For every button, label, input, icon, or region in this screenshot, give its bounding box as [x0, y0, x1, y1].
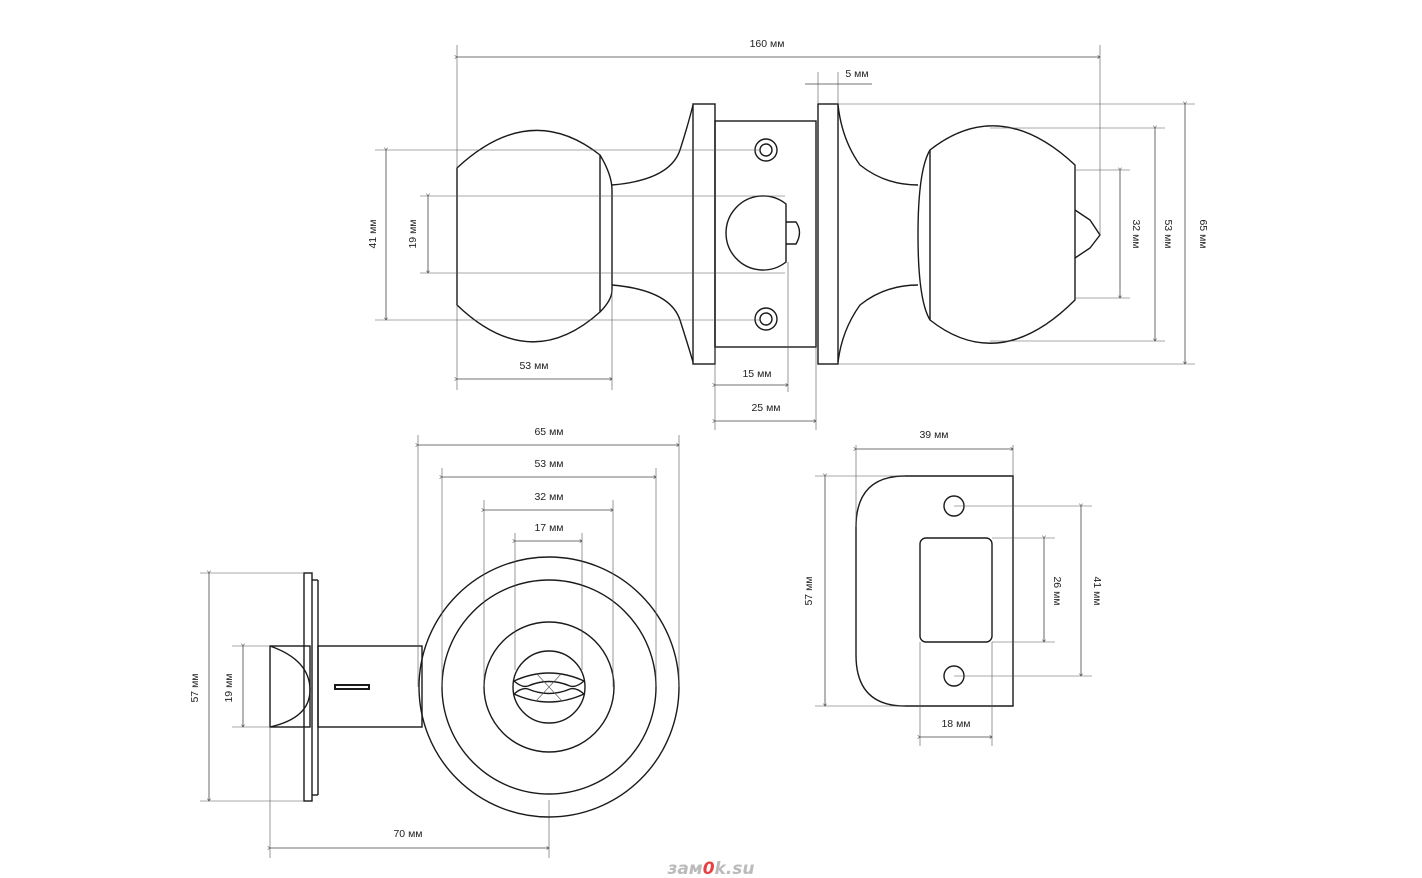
- left-knob: [456, 104, 694, 363]
- top-view: 160 мм 5 мм 65 мм 53 мм 32 мм 41 мм 19 м…: [367, 38, 1209, 430]
- dim-39: 39 мм: [919, 429, 948, 441]
- strike-plate-view: 39 мм 57 мм 41 мм 26 мм 18 мм: [803, 429, 1103, 746]
- dim-17-front: 17 мм: [534, 522, 563, 534]
- front-view: 65 мм 53 мм 32 мм 17 мм: [418, 426, 680, 818]
- dim-53-front: 53 мм: [534, 458, 563, 470]
- dim-5: 5 мм: [845, 68, 868, 80]
- dim-26: 26 мм: [1051, 576, 1063, 605]
- dim-25: 25 мм: [751, 402, 780, 414]
- dim-53-side: 53 мм: [1162, 219, 1174, 248]
- dim-18: 18 мм: [941, 718, 970, 730]
- dim-70: 70 мм: [393, 828, 422, 840]
- right-rose: [817, 103, 839, 365]
- latch-side-view: 57 мм 19 мм 70 мм: [189, 573, 549, 858]
- dim-19-left: 19 мм: [407, 219, 419, 248]
- dim-53-left: 53 мм: [519, 360, 548, 372]
- left-rose: [692, 103, 716, 365]
- dim-19-latch: 19 мм: [223, 673, 235, 702]
- dim-32-side: 32 мм: [1130, 219, 1142, 248]
- dim-57-strike: 57 мм: [803, 576, 815, 605]
- watermark-mid: 0: [703, 859, 715, 878]
- svg-text:зам0k.su: зам0k.su: [666, 859, 754, 878]
- dim-65-front: 65 мм: [534, 426, 563, 438]
- dim-160: 160 мм: [750, 38, 785, 50]
- watermark-pre: зам: [666, 859, 702, 878]
- watermark-post: k.su: [715, 859, 755, 878]
- dim-41-left: 41 мм: [367, 219, 379, 248]
- dim-41-strike: 41 мм: [1091, 576, 1103, 605]
- dim-15: 15 мм: [742, 368, 771, 380]
- dim-32-front: 32 мм: [534, 491, 563, 503]
- latch-housing: [714, 120, 817, 348]
- watermark-logo: зам0k.su: [666, 859, 754, 878]
- dim-57-latch: 57 мм: [189, 673, 201, 702]
- dim-65-side: 65 мм: [1197, 219, 1209, 248]
- right-knob: [837, 104, 1101, 363]
